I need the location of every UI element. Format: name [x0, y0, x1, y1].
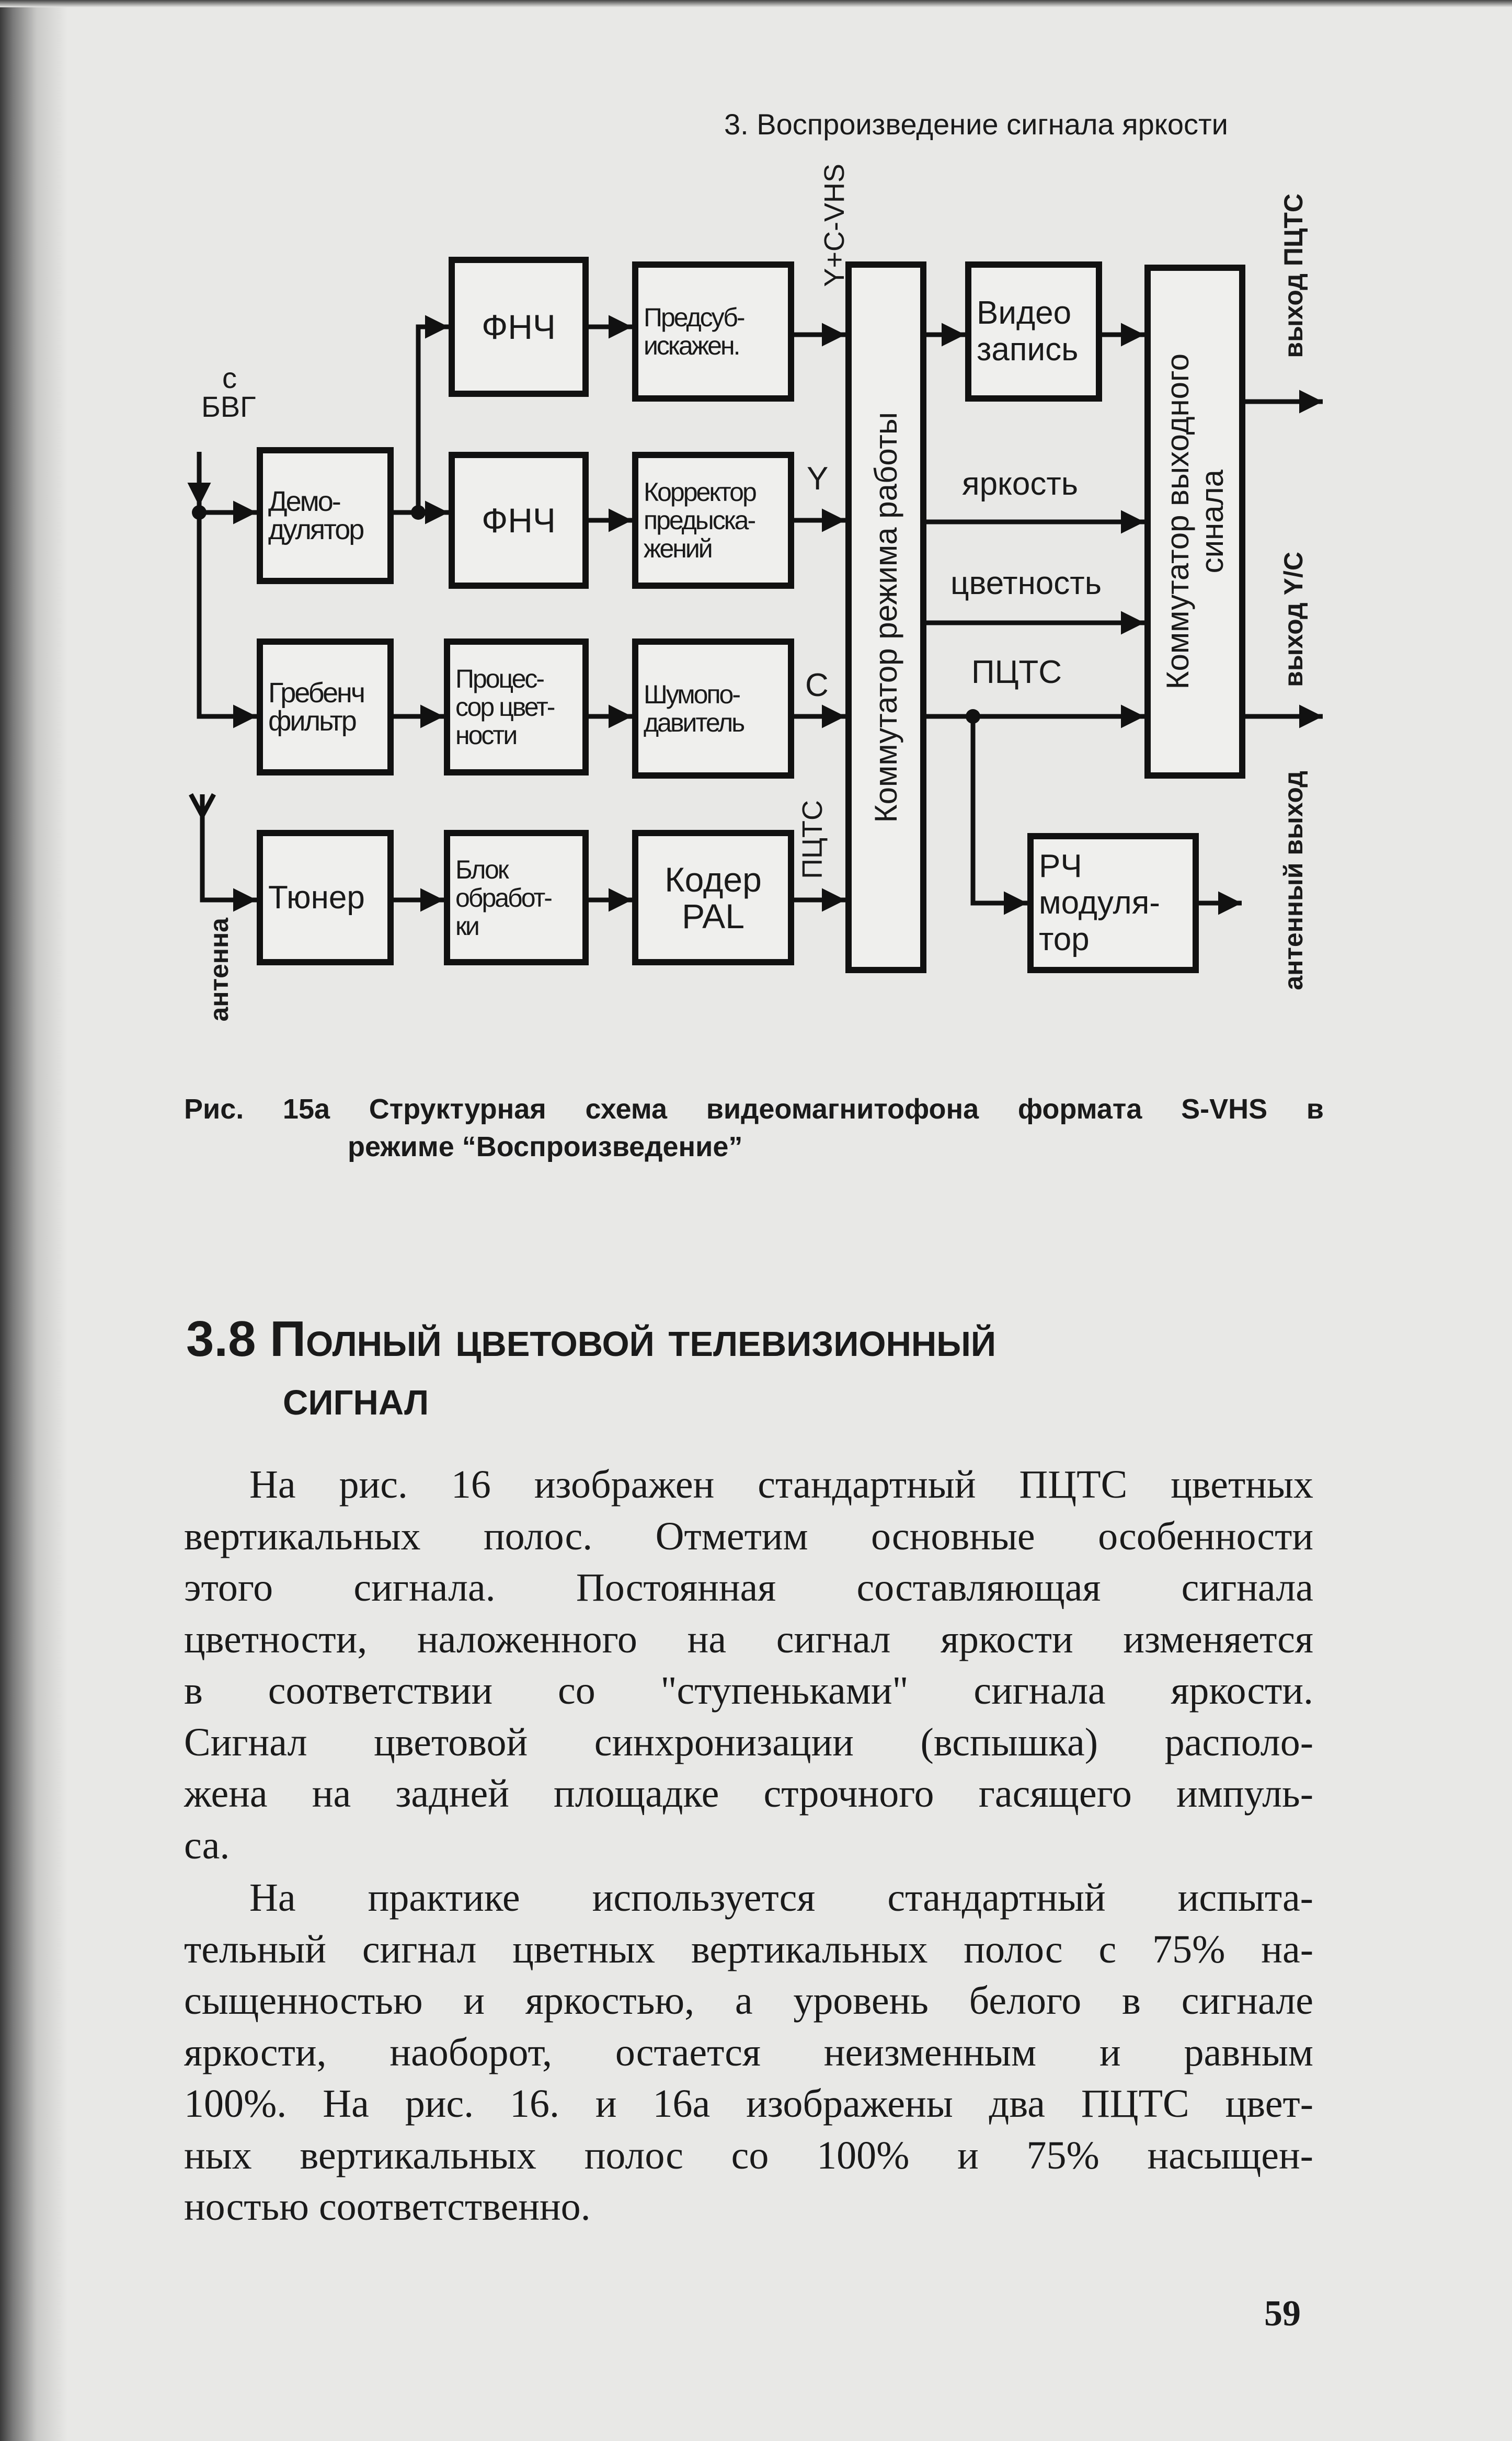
demodulator-block: Демо- дулятор: [257, 447, 394, 584]
section-heading: 3.8 Полный цветовой телевизионный сигнал: [186, 1310, 996, 1427]
from-bvg-label: с: [222, 361, 237, 394]
scan-binding-shadow: [0, 0, 68, 2441]
pcts-input-label: ПЦТС: [797, 800, 828, 879]
text-line: тельный сигнал цветных вертикальных поло…: [184, 1927, 1313, 1971]
y-c-vhs-label: Y+C-VHS: [819, 164, 850, 287]
corrector-block: Корректор предыска- жений: [632, 452, 794, 589]
pre-distortion-block: Предсуб- искажен.: [632, 261, 794, 402]
comb-filter-block: Гребенч фильтр: [257, 638, 394, 775]
text-line: яркости, наоборот, остается неизменным и…: [184, 2030, 1313, 2074]
running-header: 3. Воспроизведение сигнала яркости: [724, 108, 1228, 141]
mode-switch-block: Коммутатор режима работы: [845, 261, 926, 973]
paragraph-2: На практике используется стандартный исп…: [184, 1872, 1313, 2233]
lpf-block-1: ФНЧ: [449, 257, 589, 397]
pal-encoder-block: Кодер PAL: [632, 830, 794, 965]
y-label: Y: [807, 461, 829, 497]
rf-modulator-block: РЧ модуля- тор: [1027, 833, 1199, 973]
output-switch-block: Коммутатор выходного синала: [1144, 265, 1245, 779]
caption-line: Рис. 15а Структурная схема видеомагнитоф…: [184, 1093, 1324, 1125]
text-line: На практике используется стандартный исп…: [249, 1876, 1313, 1920]
scan-top-edge: [0, 0, 1512, 7]
caption-line: режиме “Воспроизведение”: [348, 1131, 743, 1162]
paragraph-1: На рис. 16 изображен стандартный ПЦТС цв…: [184, 1459, 1313, 1871]
video-record-block: Видео запись: [965, 261, 1102, 402]
processing-block: Блок обработ- ки: [444, 830, 589, 965]
text-line: этого сигнала. Постоянная составляющая с…: [184, 1566, 1313, 1610]
text-line: са.: [184, 1823, 230, 1867]
antenna-label: антенна: [204, 918, 234, 1022]
text-line: ных вертикальных полос со 100% и 75% нас…: [184, 2133, 1313, 2177]
text-line: Сигнал цветовой синхронизации (вспышка) …: [184, 1720, 1313, 1764]
bvg-label: БВГ: [201, 390, 256, 423]
text-line: ностью соответственно.: [184, 2185, 591, 2229]
text-line: цветности, наложенного на сигнал яркости…: [184, 1617, 1313, 1661]
text-line: вертикальных полос. Отметим основные осо…: [184, 1514, 1313, 1558]
chroma-label: цветность: [950, 565, 1102, 601]
luma-label: яркость: [962, 466, 1079, 502]
text-line: в соответствии со "ступеньками" сигнала …: [184, 1669, 1313, 1713]
heading-line: сигнал: [283, 1370, 429, 1425]
antenna-output-label: антенный выход: [1279, 771, 1308, 990]
chroma-processor-block: Процес- сор цвет- ности: [444, 638, 589, 775]
text-line: 100%. На рис. 16. и 16а изображены два П…: [184, 2082, 1313, 2126]
page-number: 59: [1264, 2294, 1301, 2334]
tuner-block: Тюнер: [257, 830, 394, 965]
output-switch-label: Коммутатор выходного синала: [1160, 353, 1230, 690]
pcts-label: ПЦТС: [971, 654, 1062, 690]
mode-switch-label: Коммутатор режима работы: [868, 412, 903, 823]
lpf-block-2: ФНЧ: [449, 452, 589, 589]
text-line: сыщенностью и яркостью, а уровень белого…: [184, 1979, 1313, 2023]
noise-reducer-block: Шумопо- давитель: [632, 638, 794, 779]
text-line: На рис. 16 изображен стандартный ПЦТС цв…: [249, 1463, 1313, 1507]
diagram-wires: [187, 315, 1323, 915]
output-pcts-label: выход ПЦТС: [1279, 193, 1308, 358]
text-line: жена на задней площадке строчного гасяще…: [184, 1772, 1313, 1816]
heading-line: 3.8 Полный цветовой телевизионный: [186, 1311, 996, 1367]
output-yc-label: выход Y/C: [1279, 552, 1308, 687]
figure-caption: Рис. 15а Структурная схема видеомагнитоф…: [184, 1090, 1324, 1166]
c-label: C: [805, 667, 829, 703]
